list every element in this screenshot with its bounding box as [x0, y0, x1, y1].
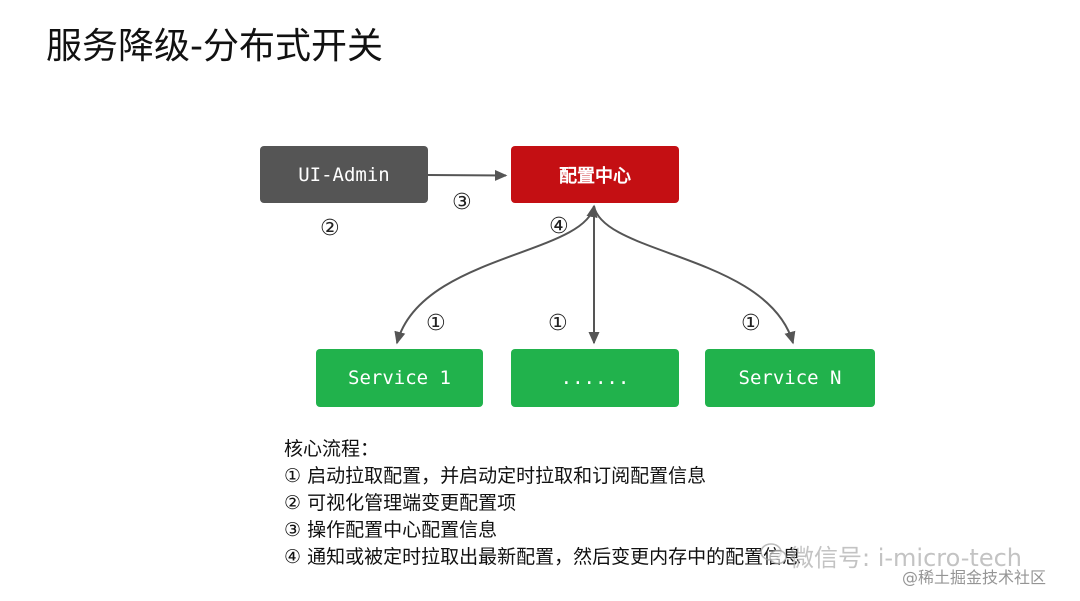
node-ui-admin: UI-Admin — [260, 146, 428, 203]
node-service-more: ...... — [511, 349, 679, 407]
step-label-service-1: ① — [426, 311, 446, 336]
node-config-center-label: 配置中心 — [559, 165, 631, 187]
node-service-n: Service N — [705, 349, 875, 407]
edge-config-service-n — [593, 205, 796, 345]
legend-item: ② 可视化管理端变更配置项 — [284, 492, 517, 514]
node-ui-admin-label: UI-Admin — [298, 163, 390, 186]
watermark-source: @稀土掘金技术社区 — [902, 568, 1047, 587]
edge-admin-to-config — [427, 169, 508, 182]
legend-item: ④ 通知或被定时拉取出最新配置，然后变更内存中的配置信息 — [284, 546, 802, 568]
step-label-admin: ② — [320, 216, 340, 241]
node-service-1-label: Service 1 — [348, 367, 451, 389]
node-service-n-label: Service N — [738, 367, 842, 389]
watermark: 微信号: i-micro-tech @稀土掘金技术社区 — [760, 534, 1070, 594]
legend-heading: 核心流程： — [284, 438, 380, 460]
step-label-service-more: ① — [548, 311, 568, 336]
legend-item: ③ 操作配置中心配置信息 — [284, 519, 498, 541]
process-legend: 核心流程： ① 启动拉取配置，并启动定时拉取和订阅配置信息 ② 可视化管理端变更… — [284, 436, 801, 571]
legend-item: ① 启动拉取配置，并启动定时拉取和订阅配置信息 — [284, 465, 707, 487]
step-label-admin-to-config: ③ — [452, 190, 472, 215]
node-service-more-label: ...... — [560, 367, 630, 389]
step-label-service-n: ① — [741, 311, 761, 336]
page-title: 服务降级-分布式开关 — [46, 26, 383, 67]
node-service-1: Service 1 — [316, 349, 483, 407]
node-config-center: 配置中心 — [511, 146, 679, 203]
watermark-wechat-id: 微信号: i-micro-tech — [790, 544, 1022, 572]
step-label-config: ④ — [549, 214, 569, 239]
